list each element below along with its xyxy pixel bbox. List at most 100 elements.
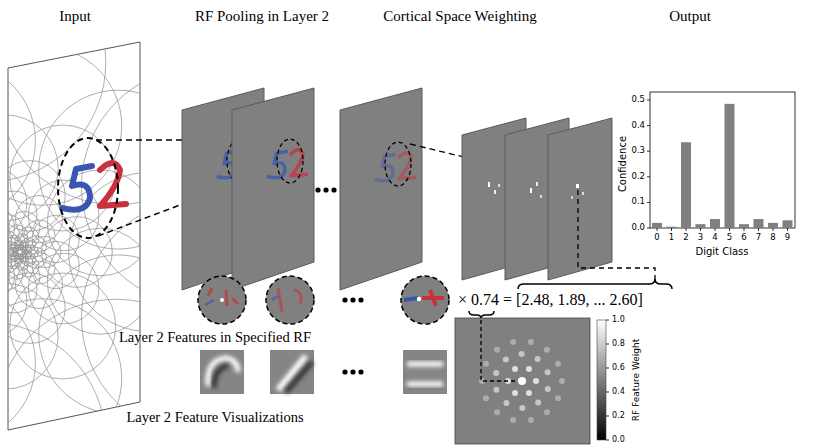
row-caption: Layer 2 Feature Visualizations [126, 410, 303, 426]
tick-mark [606, 320, 609, 321]
weight-dot [494, 409, 500, 415]
tick-mark [715, 228, 716, 231]
weight-dot [545, 369, 551, 375]
rf-circle [47, 170, 153, 276]
tick-mark [657, 228, 658, 231]
rf-circle [42, 217, 113, 288]
weight-dot [526, 390, 532, 396]
axis-tick-label: 3 [698, 233, 703, 242]
ellipsis-dots [315, 187, 336, 192]
weight-dot [519, 405, 525, 411]
weight-dot [519, 351, 525, 357]
axis-tick-label: 0.4 [631, 121, 645, 130]
axis-tick-label: 0.0 [631, 223, 645, 232]
tick-mark [606, 344, 609, 345]
chart-axes [650, 92, 795, 228]
rf-circle [0, 144, 8, 250]
weight-dot [555, 395, 561, 401]
rf-circle [25, 236, 46, 257]
tick-mark [758, 228, 759, 231]
panel-title: Input [59, 8, 91, 25]
rf-circle [25, 247, 46, 268]
axis-tick-label: 0.2 [631, 172, 645, 181]
tick-mark [647, 202, 650, 203]
rf-ellipse [58, 138, 118, 238]
weight-dot [483, 361, 489, 367]
feature-visualization [200, 350, 244, 394]
tick-mark [787, 228, 788, 231]
axis-title: Confidence [617, 136, 628, 192]
bar [652, 223, 662, 228]
weight-dot [535, 400, 541, 406]
rf-circle [0, 254, 8, 360]
panel-title: Output [669, 8, 711, 25]
weight-dot [533, 378, 539, 384]
weight-dot [555, 361, 561, 367]
weighting-equation: × 0.74 = [2.48, 1.89, ... 2.60] [458, 291, 643, 309]
colorbar-tick-label: 0.8 [612, 340, 625, 349]
bar [739, 224, 749, 228]
axis-tick-label: 0.1 [631, 198, 645, 207]
colorbar [597, 320, 606, 440]
tick-mark [700, 228, 701, 231]
axis-tick-label: 8 [770, 233, 775, 242]
tick-mark [744, 228, 745, 231]
cortical-plane [548, 118, 612, 280]
axis-tick-label: 4 [712, 233, 717, 242]
weight-map [455, 318, 590, 444]
bar [696, 224, 706, 228]
weight-dot [493, 370, 499, 376]
feature-visualization [270, 350, 314, 394]
weight-dot [512, 390, 518, 396]
weight-dot [535, 356, 541, 362]
rf-circle [32, 215, 79, 262]
tick-mark [647, 151, 650, 152]
weight-dot [510, 339, 516, 345]
bar [783, 220, 793, 228]
rf-circle [0, 253, 14, 300]
weight-dot [526, 366, 532, 372]
confidence-bars [652, 104, 793, 228]
bar [768, 223, 778, 228]
rf-circle [32, 241, 79, 288]
tick-mark [729, 228, 730, 231]
tick-mark [686, 228, 687, 231]
rf-feature-circle [266, 276, 314, 324]
tick-mark [647, 228, 650, 229]
axis-tick-label: 0 [654, 233, 659, 242]
rf-circle [0, 197, 2, 268]
axis-title: Digit Class [695, 246, 748, 257]
tick-mark [606, 440, 609, 441]
leader-line [481, 320, 516, 381]
tick-mark [671, 228, 672, 231]
tick-mark [647, 100, 650, 101]
tick-mark [606, 392, 609, 393]
weight-dot [493, 387, 499, 393]
rf-circle [0, 46, 122, 205]
rf-feature-circle [198, 276, 246, 324]
weight-dot [544, 409, 550, 415]
bar [681, 142, 691, 228]
bar [710, 219, 720, 228]
weight-dot [503, 400, 509, 406]
weight-dot [528, 417, 534, 423]
colorbar-title: RF Feature Weight [632, 339, 642, 422]
rf-circle [47, 228, 153, 334]
weight-dot [510, 417, 516, 423]
axis-tick-label: 9 [785, 233, 790, 242]
chart-ticks [647, 100, 788, 231]
rf-circle [0, 322, 106, 447]
axis-tick-label: 7 [756, 233, 761, 242]
rf-circle [10, 273, 116, 379]
ellipsis-dots [342, 297, 363, 302]
axis-tick-label: 0.3 [631, 147, 645, 156]
receptive-field-grid [0, 0, 320, 447]
rf-circle [0, 236, 2, 307]
rf-circle [0, 62, 35, 221]
tick-mark [773, 228, 774, 231]
tick-mark [647, 176, 650, 177]
bar [725, 104, 735, 228]
